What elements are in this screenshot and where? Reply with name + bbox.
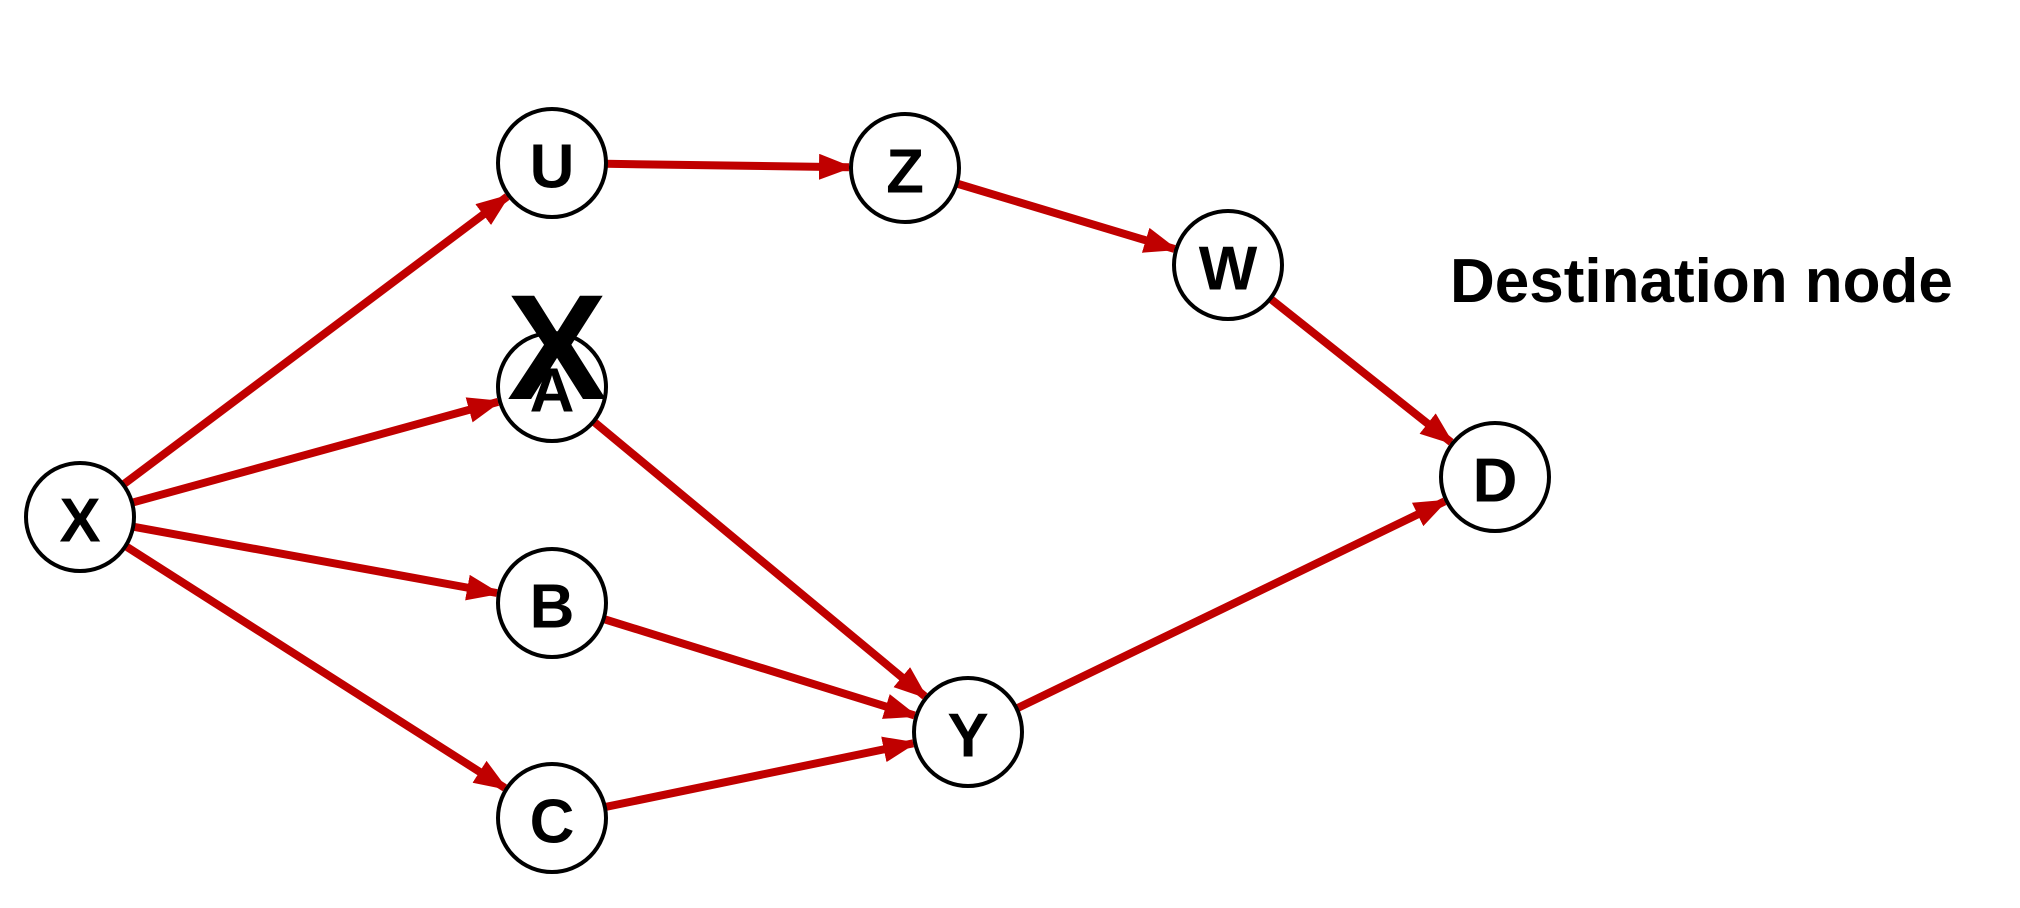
edge-x-b bbox=[132, 522, 501, 601]
node-label-d: D bbox=[1473, 447, 1518, 516]
node-circle-u bbox=[496, 107, 608, 219]
destination-node-label: Destination node bbox=[1450, 247, 1953, 316]
node-label-u: U bbox=[530, 133, 575, 202]
edges bbox=[120, 153, 1455, 812]
edge-w-d bbox=[1267, 295, 1455, 446]
node-x: X bbox=[24, 461, 136, 573]
node-z: Z bbox=[849, 112, 961, 224]
node-label-a: A bbox=[530, 357, 575, 426]
node-label-x: X bbox=[59, 487, 100, 556]
edge-x-u bbox=[120, 193, 511, 488]
node-label-b: B bbox=[530, 573, 575, 642]
node-c: C bbox=[496, 762, 608, 874]
edge-x-c bbox=[123, 542, 509, 792]
node-d: D bbox=[1439, 421, 1551, 533]
node-label-w: W bbox=[1199, 235, 1258, 304]
failed-node-x-mark: X bbox=[507, 263, 607, 431]
node-circle-z bbox=[849, 112, 961, 224]
node-label-c: C bbox=[530, 788, 575, 857]
node-circle-c bbox=[496, 762, 608, 874]
node-w: W bbox=[1172, 209, 1284, 321]
node-y: Y bbox=[912, 676, 1024, 788]
node-circle-a bbox=[496, 331, 608, 443]
edge-x-a bbox=[131, 397, 502, 507]
edge-a-y bbox=[591, 418, 928, 700]
node-circle-w bbox=[1172, 209, 1284, 321]
node-circle-d bbox=[1439, 421, 1551, 533]
node-b: B bbox=[496, 547, 608, 659]
edge-b-y bbox=[602, 615, 919, 720]
edge-u-z bbox=[605, 153, 853, 180]
node-circle-x bbox=[24, 461, 136, 573]
node-a: A bbox=[496, 331, 608, 443]
edge-z-w bbox=[955, 179, 1179, 253]
node-circle-y bbox=[912, 676, 1024, 788]
node-u: U bbox=[496, 107, 608, 219]
edge-y-d bbox=[1014, 497, 1449, 713]
node-label-y: Y bbox=[947, 702, 988, 771]
node-label-z: Z bbox=[886, 138, 924, 207]
node-circle-b bbox=[496, 547, 608, 659]
edge-c-y bbox=[604, 736, 918, 812]
